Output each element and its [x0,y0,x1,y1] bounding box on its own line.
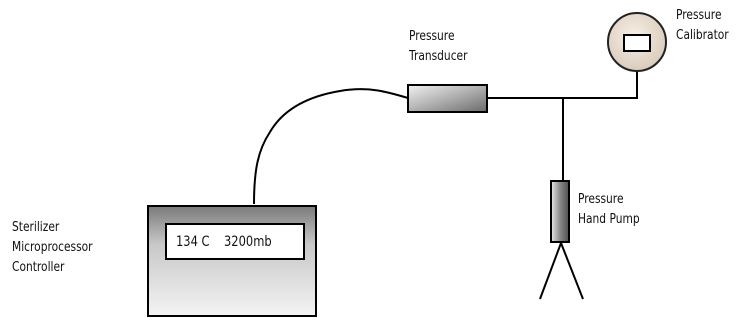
sterilizer-controller-label: Sterilizer Microprocessor Controller [12,218,93,278]
label-line: Controller [12,260,65,275]
label-line: Calibrator [676,28,729,43]
label-line: Pressure [578,192,624,207]
sterilizer-controller-body [147,205,317,317]
label-line: Pressure [409,29,455,44]
pressure-transducer-body [407,84,488,113]
hand-pump-left-leg [539,242,562,300]
controller-pressure-readout: 3200mb [224,234,272,250]
pressure-hand-pump-body [550,180,570,243]
controller-display-panel [165,223,305,260]
hand-pump-right-leg [560,242,584,300]
pressure-calibrator-display [623,34,651,52]
label-line: Microprocessor [12,240,93,255]
label-line: Sterilizer [12,220,60,235]
label-line: Hand Pump [578,212,640,227]
pressure-transducer-label: Pressure Transducer [409,27,468,67]
label-line: Pressure [676,8,722,23]
pipe-to-calibrator [487,64,638,99]
controller-temperature-readout: 134 C [176,234,210,250]
label-line: Transducer [409,49,468,64]
transducer-cable [253,88,409,205]
pressure-calibrator-label: Pressure Calibrator [676,6,729,46]
pressure-hand-pump-label: Pressure Hand Pump [578,190,640,230]
